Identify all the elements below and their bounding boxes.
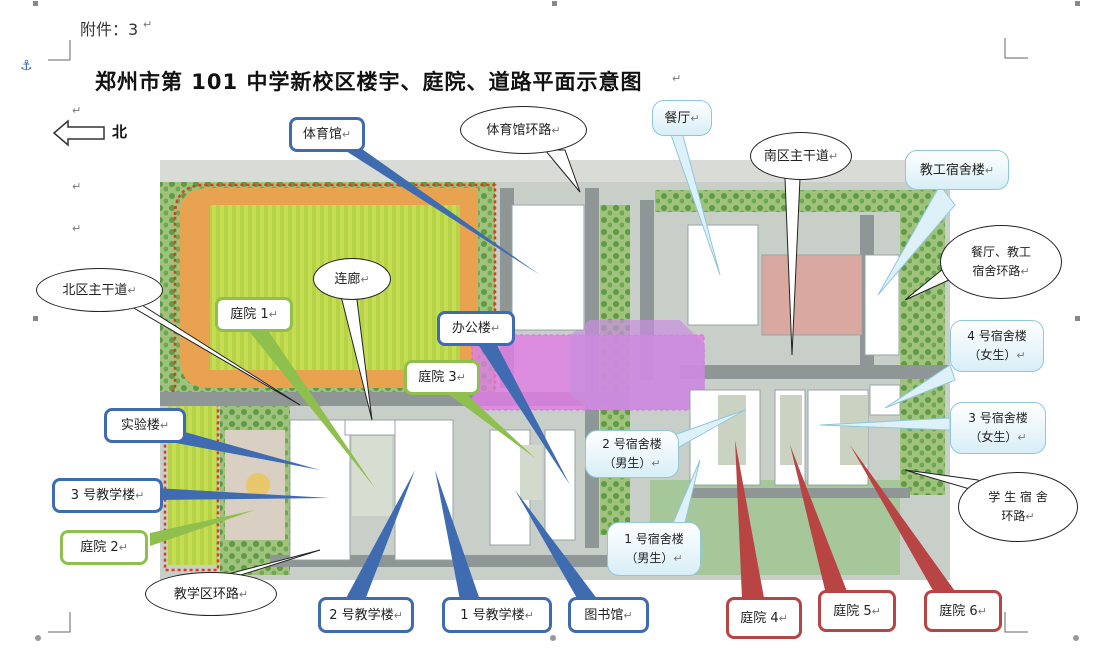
callout-dorm-3: 3 号宿舍楼（女生）↵ xyxy=(950,402,1046,454)
callout-lab-building: 实验楼↵ xyxy=(104,408,186,443)
callout-teaching-building-3: 3 号教学楼↵ xyxy=(52,478,163,513)
callout-gym-ring-road: 体育馆环路↵ xyxy=(460,106,587,154)
page-title: 郑州市第 101 中学新校区楼宇、庭院、道路平面示意图 xyxy=(95,70,643,94)
callout-courtyard-1: 庭院 1↵ xyxy=(215,297,293,332)
north-arrow-icon xyxy=(52,119,105,147)
callout-courtyard-4: 庭院 4↵ xyxy=(726,597,802,639)
paragraph-mark: ↵ xyxy=(72,222,82,235)
callout-staff-dorm: 教工宿舍楼↵ xyxy=(905,150,1009,190)
callout-teaching-building-2: 2 号教学楼↵ xyxy=(318,597,414,633)
paragraph-mark: ↵ xyxy=(72,180,82,193)
callout-dorm-4: 4 号宿舍楼（女生）↵ xyxy=(950,320,1044,372)
callout-gymnasium: 体育馆↵ xyxy=(289,117,365,152)
callout-canteen: 餐厅↵ xyxy=(652,100,712,136)
callout-library: 图书馆↵ xyxy=(568,597,649,633)
callout-courtyard-3: 庭院 3↵ xyxy=(404,360,480,395)
callout-north-main-road: 北区主干道↵ xyxy=(36,268,163,312)
callout-canteen-staff-ring-road: 餐厅、教工宿舍环路↵ xyxy=(940,225,1062,299)
callout-south-main-road: 南区主干道↵ xyxy=(750,132,852,180)
callout-office-building: 办公楼↵ xyxy=(437,311,515,346)
callout-student-dorm-ring-road: 学 生 宿 舍环路↵ xyxy=(958,472,1078,542)
attachment-label: 附件：3 xyxy=(80,20,139,39)
paragraph-mark: ↵ xyxy=(672,72,682,85)
callout-corridor: 连廊↵ xyxy=(313,258,391,300)
paragraph-mark: ↵ xyxy=(143,18,153,31)
anchor-icon: ⚓ xyxy=(20,58,33,74)
callout-teaching-ring-road: 教学区环路↵ xyxy=(145,572,277,616)
callout-courtyard-2: 庭院 2↵ xyxy=(60,530,148,565)
callout-teaching-building-1: 1 号教学楼↵ xyxy=(442,597,552,633)
callout-courtyard-6: 庭院 6↵ xyxy=(924,590,1002,632)
north-label: 北 xyxy=(112,123,128,141)
callout-courtyard-5: 庭院 5↵ xyxy=(818,590,896,632)
callout-dorm-1: 1 号宿舍楼（男生）↵ xyxy=(607,522,701,576)
paragraph-mark: ↵ xyxy=(72,104,82,117)
callout-dorm-2: 2 号宿舍楼（男生）↵ xyxy=(585,430,679,478)
